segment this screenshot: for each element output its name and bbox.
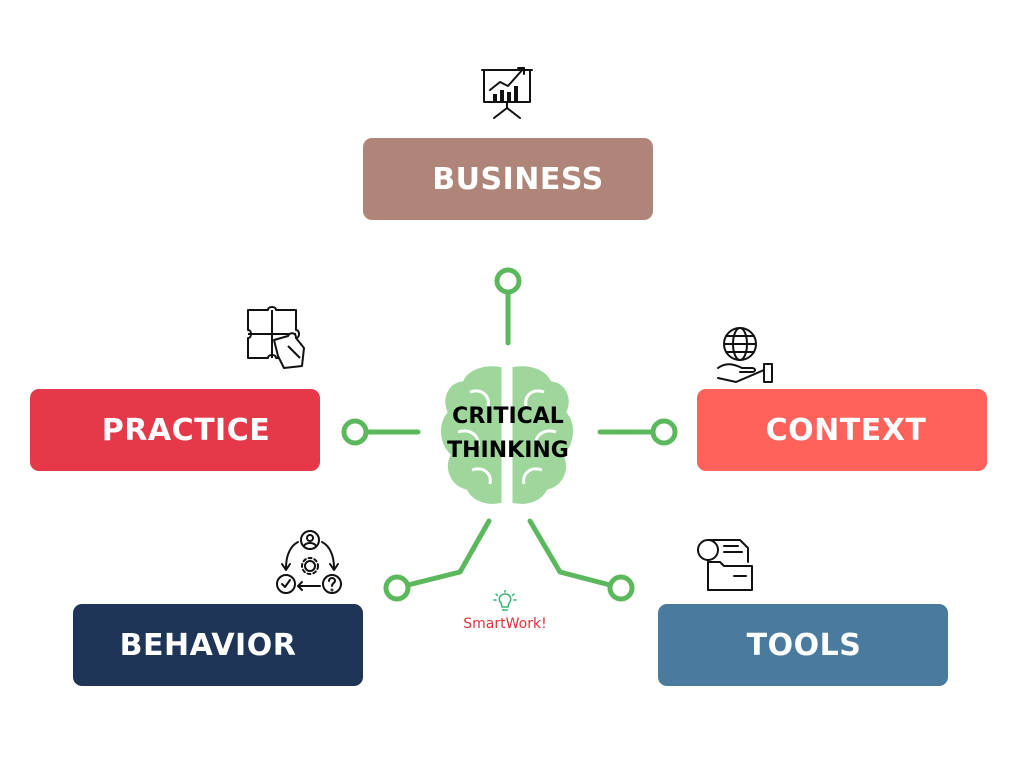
- node-tools: TOOLS: [658, 604, 948, 686]
- node-context-label: CONTEXT: [765, 412, 927, 448]
- node-practice-label: PRACTICE: [101, 412, 271, 448]
- globe-hand-icon: [717, 327, 773, 383]
- puzzle-icon: [247, 306, 305, 369]
- node-behavior: BEHAVIOR: [73, 604, 363, 686]
- brain-icon: [438, 363, 576, 507]
- node-context: CONTEXT: [697, 389, 987, 471]
- presentation-chart-icon: [481, 67, 533, 119]
- center-title-line2: THINKING: [447, 438, 569, 463]
- connector-practice: [341, 418, 421, 446]
- process-cycle-icon: [276, 530, 342, 594]
- folder-search-icon: [697, 539, 753, 591]
- brand-logo: SmartWork!: [440, 590, 570, 632]
- connector-behavior: [383, 518, 492, 602]
- center-title: CRITICAL THINKING: [408, 400, 608, 468]
- node-business: BUSINESS: [363, 138, 653, 220]
- node-tools-label: TOOLS: [746, 627, 862, 663]
- connector-tools: [527, 518, 635, 602]
- connector-context: [597, 418, 678, 446]
- node-practice: PRACTICE: [30, 389, 320, 471]
- center-title-line1: CRITICAL: [452, 404, 564, 429]
- brand-text: SmartWork!: [463, 616, 547, 632]
- node-business-label: BUSINESS: [432, 161, 604, 197]
- lightbulb-icon: [493, 590, 517, 611]
- connector-business: [494, 267, 522, 346]
- node-behavior-label: BEHAVIOR: [119, 627, 297, 663]
